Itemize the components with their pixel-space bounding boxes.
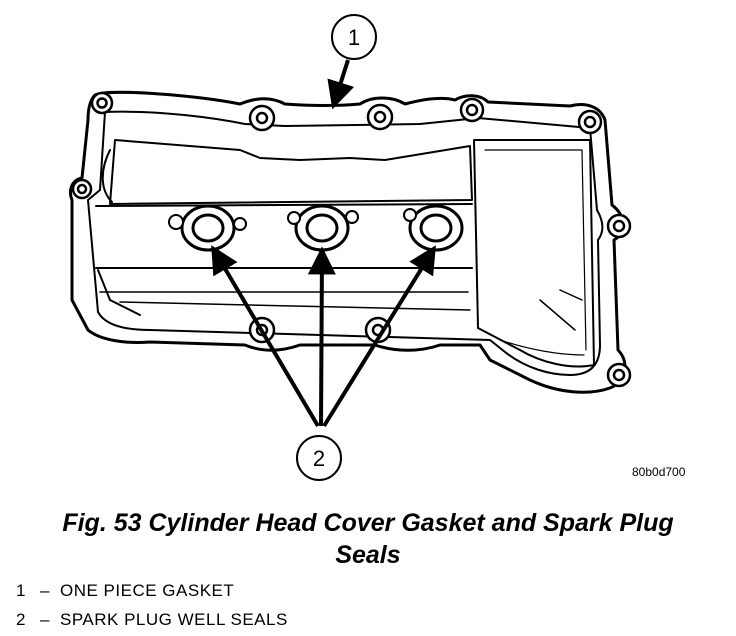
spark-plug-well-seal-2 (287, 204, 359, 252)
bolt-right (606, 213, 632, 239)
legend-item-2-number: 2 (16, 610, 26, 629)
cover-right-chamber-rib (539, 289, 583, 331)
cover-right-chamber-inner (484, 149, 587, 356)
legend-item-2: 2–SPARK PLUG WELL SEALS (16, 610, 288, 630)
cover-left-end (97, 149, 141, 316)
cylinder-head-cover-diagram: 1 2 80b0d700 (68, 14, 686, 481)
bolt-top-3 (459, 97, 485, 123)
spark-plug-well-seal-1 (168, 204, 247, 252)
figure-caption-line-2: Seals (335, 541, 401, 569)
leader-arrow-seal-1 (211, 245, 320, 428)
callout-2: 2 (296, 435, 342, 481)
legend-item-2-text: SPARK PLUG WELL SEALS (60, 610, 288, 629)
bolt-top-left (90, 91, 114, 115)
leader-arrow-seal-3 (322, 245, 436, 428)
legend-item-1-dash: – (40, 581, 50, 600)
legend-item-1: 1–ONE PIECE GASKET (16, 581, 234, 601)
callout-2-label: 2 (313, 446, 325, 471)
cover-inner-outline (87, 110, 604, 376)
callout-1: 1 (331, 14, 377, 60)
bolt-top-1 (248, 104, 276, 132)
leader-arrow-seal-2 (307, 246, 336, 427)
cover-right-chamber (473, 139, 595, 368)
bolt-bottom-right (606, 362, 632, 388)
callout-1-label: 1 (348, 25, 360, 50)
figure-caption-line-1: Fig. 53 Cylinder Head Cover Gasket and S… (62, 509, 674, 537)
reference-code: 80b0d700 (632, 465, 686, 479)
cover-channel-top (95, 203, 473, 207)
spark-plug-well-seal-3 (403, 204, 464, 252)
legend-item-1-text: ONE PIECE GASKET (60, 581, 235, 600)
legend-item-2-dash: – (40, 610, 50, 629)
leader-arrow-gasket (327, 59, 355, 110)
cover-top-ridge (109, 139, 473, 205)
legend-item-1-number: 1 (16, 581, 26, 600)
bolt-left (71, 178, 93, 200)
cover-outer-outline (68, 90, 627, 394)
cover-lower-ledge (119, 301, 471, 311)
bolt-top-2 (366, 103, 394, 131)
bolt-top-right (577, 109, 603, 135)
